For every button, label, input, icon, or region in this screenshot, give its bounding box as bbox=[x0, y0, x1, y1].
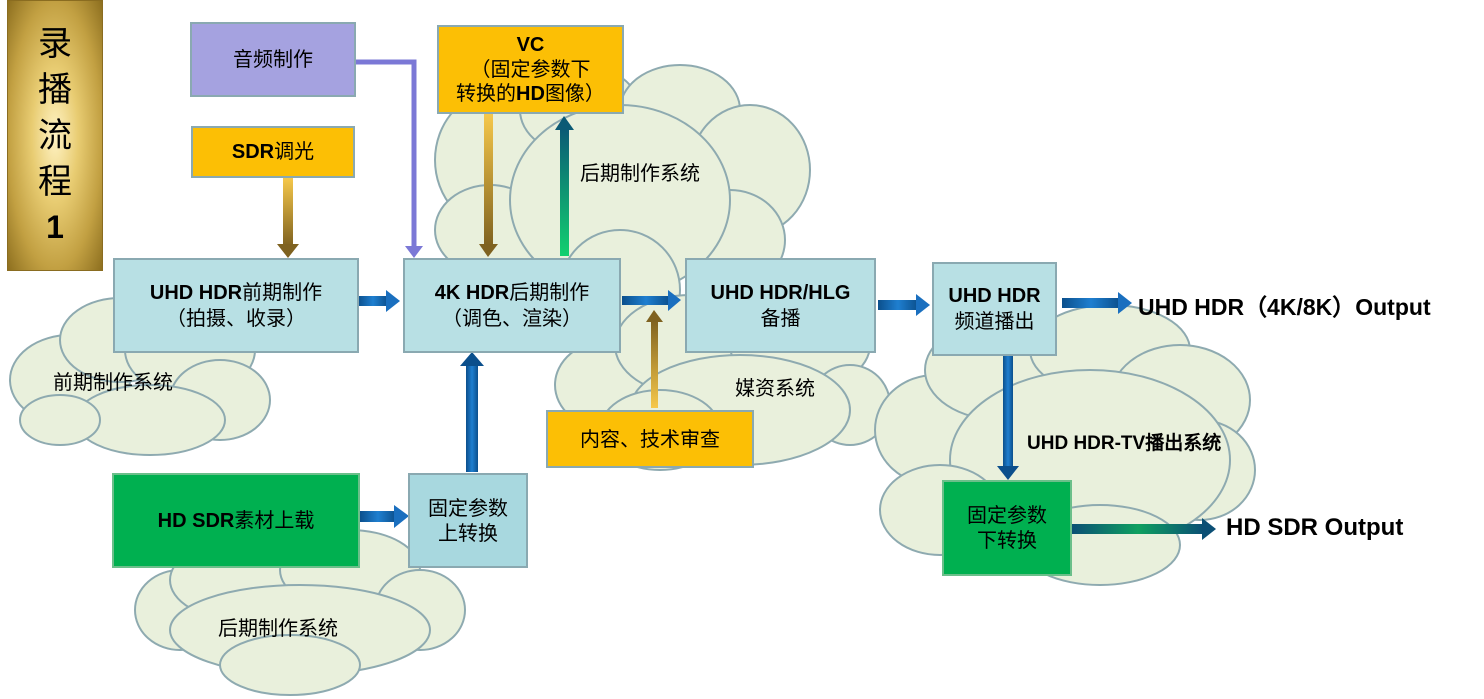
uhd-hlg-standby-box[interactable]: UHD HDR/HLG 备播 bbox=[685, 258, 876, 353]
cloud-label-post-production-top: 后期制作系统 bbox=[580, 161, 700, 185]
box-label: （固定参数下 bbox=[470, 57, 591, 81]
box-label: UHD HDR bbox=[948, 285, 1041, 307]
hd-sdr-output-label: HD SDR Output bbox=[1226, 514, 1404, 541]
sdr-grading-box[interactable]: SDR调光 bbox=[191, 126, 355, 178]
title-char: 流 bbox=[38, 115, 72, 156]
cloud-label-media-assets: 媒资系统 bbox=[735, 376, 815, 400]
box-label: 内容、技术审查 bbox=[580, 426, 720, 451]
box-label: 备播 bbox=[760, 305, 801, 330]
box-label: HD SDR素材上载 bbox=[157, 507, 315, 532]
arrow-audio-to-post bbox=[355, 59, 423, 258]
arrow-review-up bbox=[646, 310, 663, 408]
cloud-label-pre-production: 前期制作系统 bbox=[53, 370, 173, 394]
content-review-box[interactable]: 内容、技术审查 bbox=[546, 410, 754, 468]
hd-sdr-upload-box[interactable]: HD SDR素材上载 bbox=[112, 473, 360, 568]
arrow-post-to-vc bbox=[555, 116, 574, 256]
box-label: 音频制作 bbox=[233, 47, 313, 71]
arrow-post-to-hlg bbox=[622, 290, 681, 311]
box-label: UHD HDR/HLG bbox=[710, 281, 851, 304]
downconvert-box[interactable]: 固定参数 下转换 bbox=[942, 480, 1072, 576]
box-label: SDR调光 bbox=[231, 139, 315, 163]
post-production-4k-box[interactable]: 4K HDR后期制作 （调色、渲染） bbox=[403, 258, 621, 353]
arrow-upconvert-to-post bbox=[460, 352, 484, 472]
upconvert-box[interactable]: 固定参数 上转换 bbox=[408, 473, 528, 568]
title-number: 1 bbox=[46, 208, 64, 245]
box-label: VC bbox=[516, 34, 545, 56]
arrow-sdr-to-pre bbox=[277, 178, 299, 258]
arrow-upload-to-upconvert bbox=[360, 505, 409, 528]
title-char: 录 bbox=[38, 24, 72, 65]
box-label: 固定参数 bbox=[428, 495, 508, 520]
title-banner: 录 播 流 程 1 bbox=[7, 0, 103, 271]
arrow-pre-to-post bbox=[358, 290, 400, 312]
title-char: 播 bbox=[38, 70, 72, 111]
box-label: 上转换 bbox=[438, 520, 498, 545]
cloud-broadcast bbox=[874, 304, 1256, 586]
audio-production-box[interactable]: 音频制作 bbox=[190, 22, 356, 97]
arrow-channel-to-uhd-output bbox=[1062, 292, 1132, 314]
box-label: （拍摄、收录） bbox=[166, 306, 306, 330]
box-label: UHD HDR前期制作 bbox=[149, 280, 323, 304]
arrow-vc-to-post bbox=[479, 114, 498, 257]
uhd-hdr-output-label: UHD HDR（4K/8K）Output bbox=[1138, 294, 1431, 320]
uhd-channel-playout-box[interactable]: UHD HDR 频道播出 bbox=[932, 262, 1057, 356]
box-label: 频道播出 bbox=[954, 309, 1035, 333]
cloud-label-post-production-bottom: 后期制作系统 bbox=[218, 616, 338, 640]
arrow-hlg-to-channel bbox=[878, 294, 930, 316]
box-label: 下转换 bbox=[977, 528, 1037, 552]
box-label: 4K HDR后期制作 bbox=[434, 280, 590, 304]
box-label: （调色、渲染） bbox=[442, 306, 582, 330]
vc-box[interactable]: VC （固定参数下 转换的HD图像） bbox=[437, 25, 624, 114]
arrow-channel-to-downconvert bbox=[997, 356, 1019, 480]
box-label: 固定参数 bbox=[967, 503, 1047, 527]
box-label: 转换的HD图像） bbox=[456, 81, 605, 105]
title-char: 程 bbox=[38, 161, 72, 202]
uhd-pre-production-box[interactable]: UHD HDR前期制作 （拍摄、收录） bbox=[113, 258, 359, 353]
cloud-label-broadcast: UHD HDR-TV播出系统 bbox=[1027, 433, 1222, 454]
arrow-downconvert-to-hd-output bbox=[1072, 518, 1216, 540]
